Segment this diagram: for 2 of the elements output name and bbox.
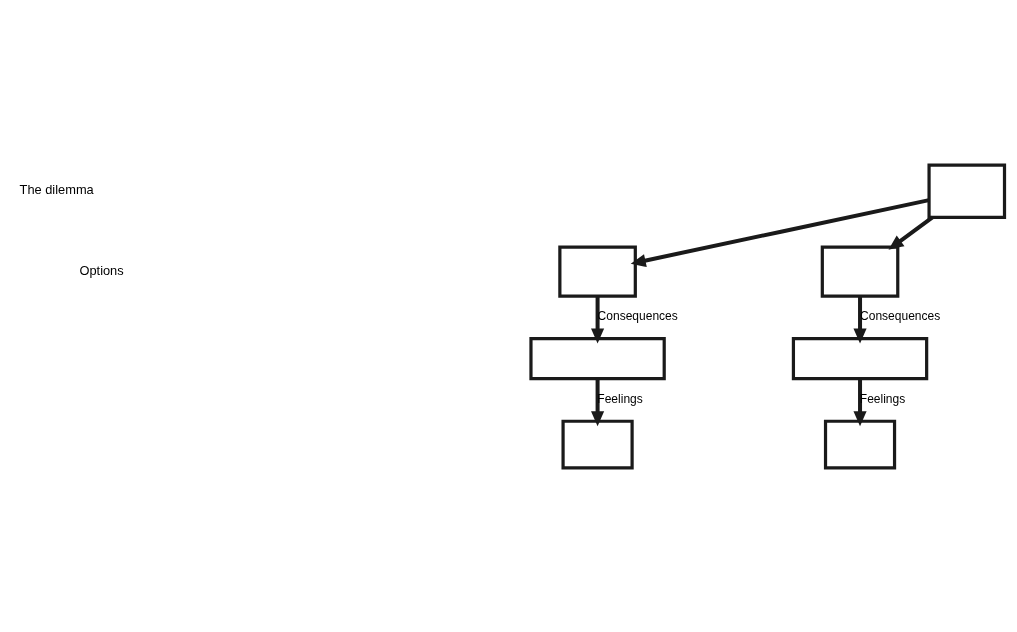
label: The dilemma [19, 181, 94, 197]
label: Options [79, 262, 124, 278]
